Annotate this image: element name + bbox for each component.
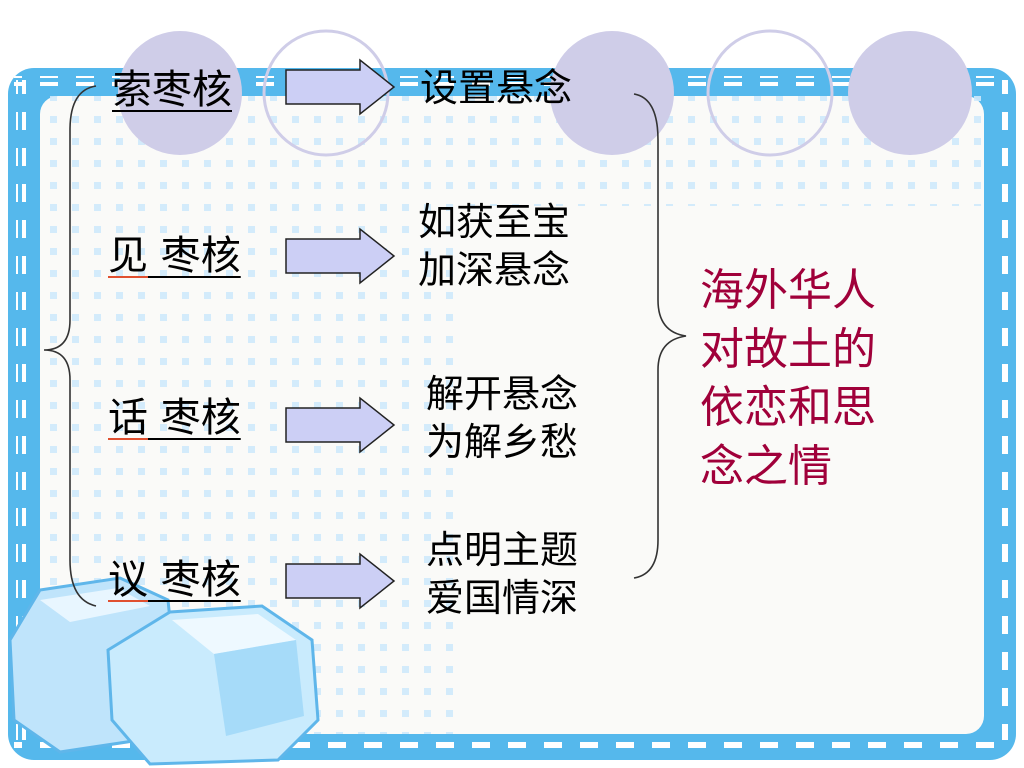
- result-line: 解开悬念: [426, 372, 579, 416]
- term-noun: 枣核: [148, 557, 241, 603]
- result-line: 设置悬念: [420, 66, 573, 110]
- result-yi: 点明主题 爱国情深: [426, 526, 578, 623]
- result-line: 爱国情深: [426, 576, 579, 621]
- term-verb: 话: [108, 395, 148, 441]
- summary-line: 对故土的: [700, 323, 876, 375]
- left-brace: [43, 85, 97, 607]
- term-noun: 枣核: [148, 233, 241, 279]
- arrow-group: [285, 58, 396, 610]
- deco-circle-1: [118, 31, 242, 155]
- result-suo: 设置悬念: [420, 64, 572, 112]
- term-suo: 索枣核: [112, 70, 232, 110]
- result-hua: 解开悬念 为解乡愁: [426, 370, 578, 467]
- term-verb: 索: [112, 67, 152, 113]
- arrow-2: [285, 396, 396, 454]
- term-noun: 枣核: [148, 395, 241, 441]
- deco-circle-5: [848, 31, 972, 155]
- term-hua: 话 枣核: [108, 398, 241, 438]
- term-jian: 见 枣核: [108, 236, 241, 276]
- deco-circle-2: [262, 29, 390, 157]
- term-verb: 见: [108, 233, 148, 279]
- result-line: 点明主题: [426, 528, 579, 572]
- arrow-3: [285, 552, 396, 610]
- result-line: 为解乡愁: [426, 420, 579, 465]
- arrow-1: [285, 227, 396, 285]
- result-jian: 如获至宝 加深悬念: [418, 198, 570, 295]
- ice-cubes-decoration: [8, 576, 320, 766]
- right-brace: [633, 93, 687, 579]
- summary-line: 依恋和思: [700, 382, 876, 434]
- result-line: 如获至宝: [418, 200, 571, 244]
- deco-circle-3: [550, 31, 674, 155]
- result-line: 加深悬念: [418, 248, 571, 293]
- summary-line: 念之情: [700, 440, 832, 492]
- term-yi: 议 枣核: [108, 560, 241, 600]
- deco-circle-4: [706, 29, 834, 157]
- term-verb: 议: [108, 557, 148, 603]
- term-noun: 枣核: [152, 67, 232, 113]
- arrow-0: [285, 58, 396, 116]
- summary-text: 海外华人 对故土的 依恋和思 念之情: [700, 262, 876, 496]
- summary-line: 海外华人: [700, 265, 876, 316]
